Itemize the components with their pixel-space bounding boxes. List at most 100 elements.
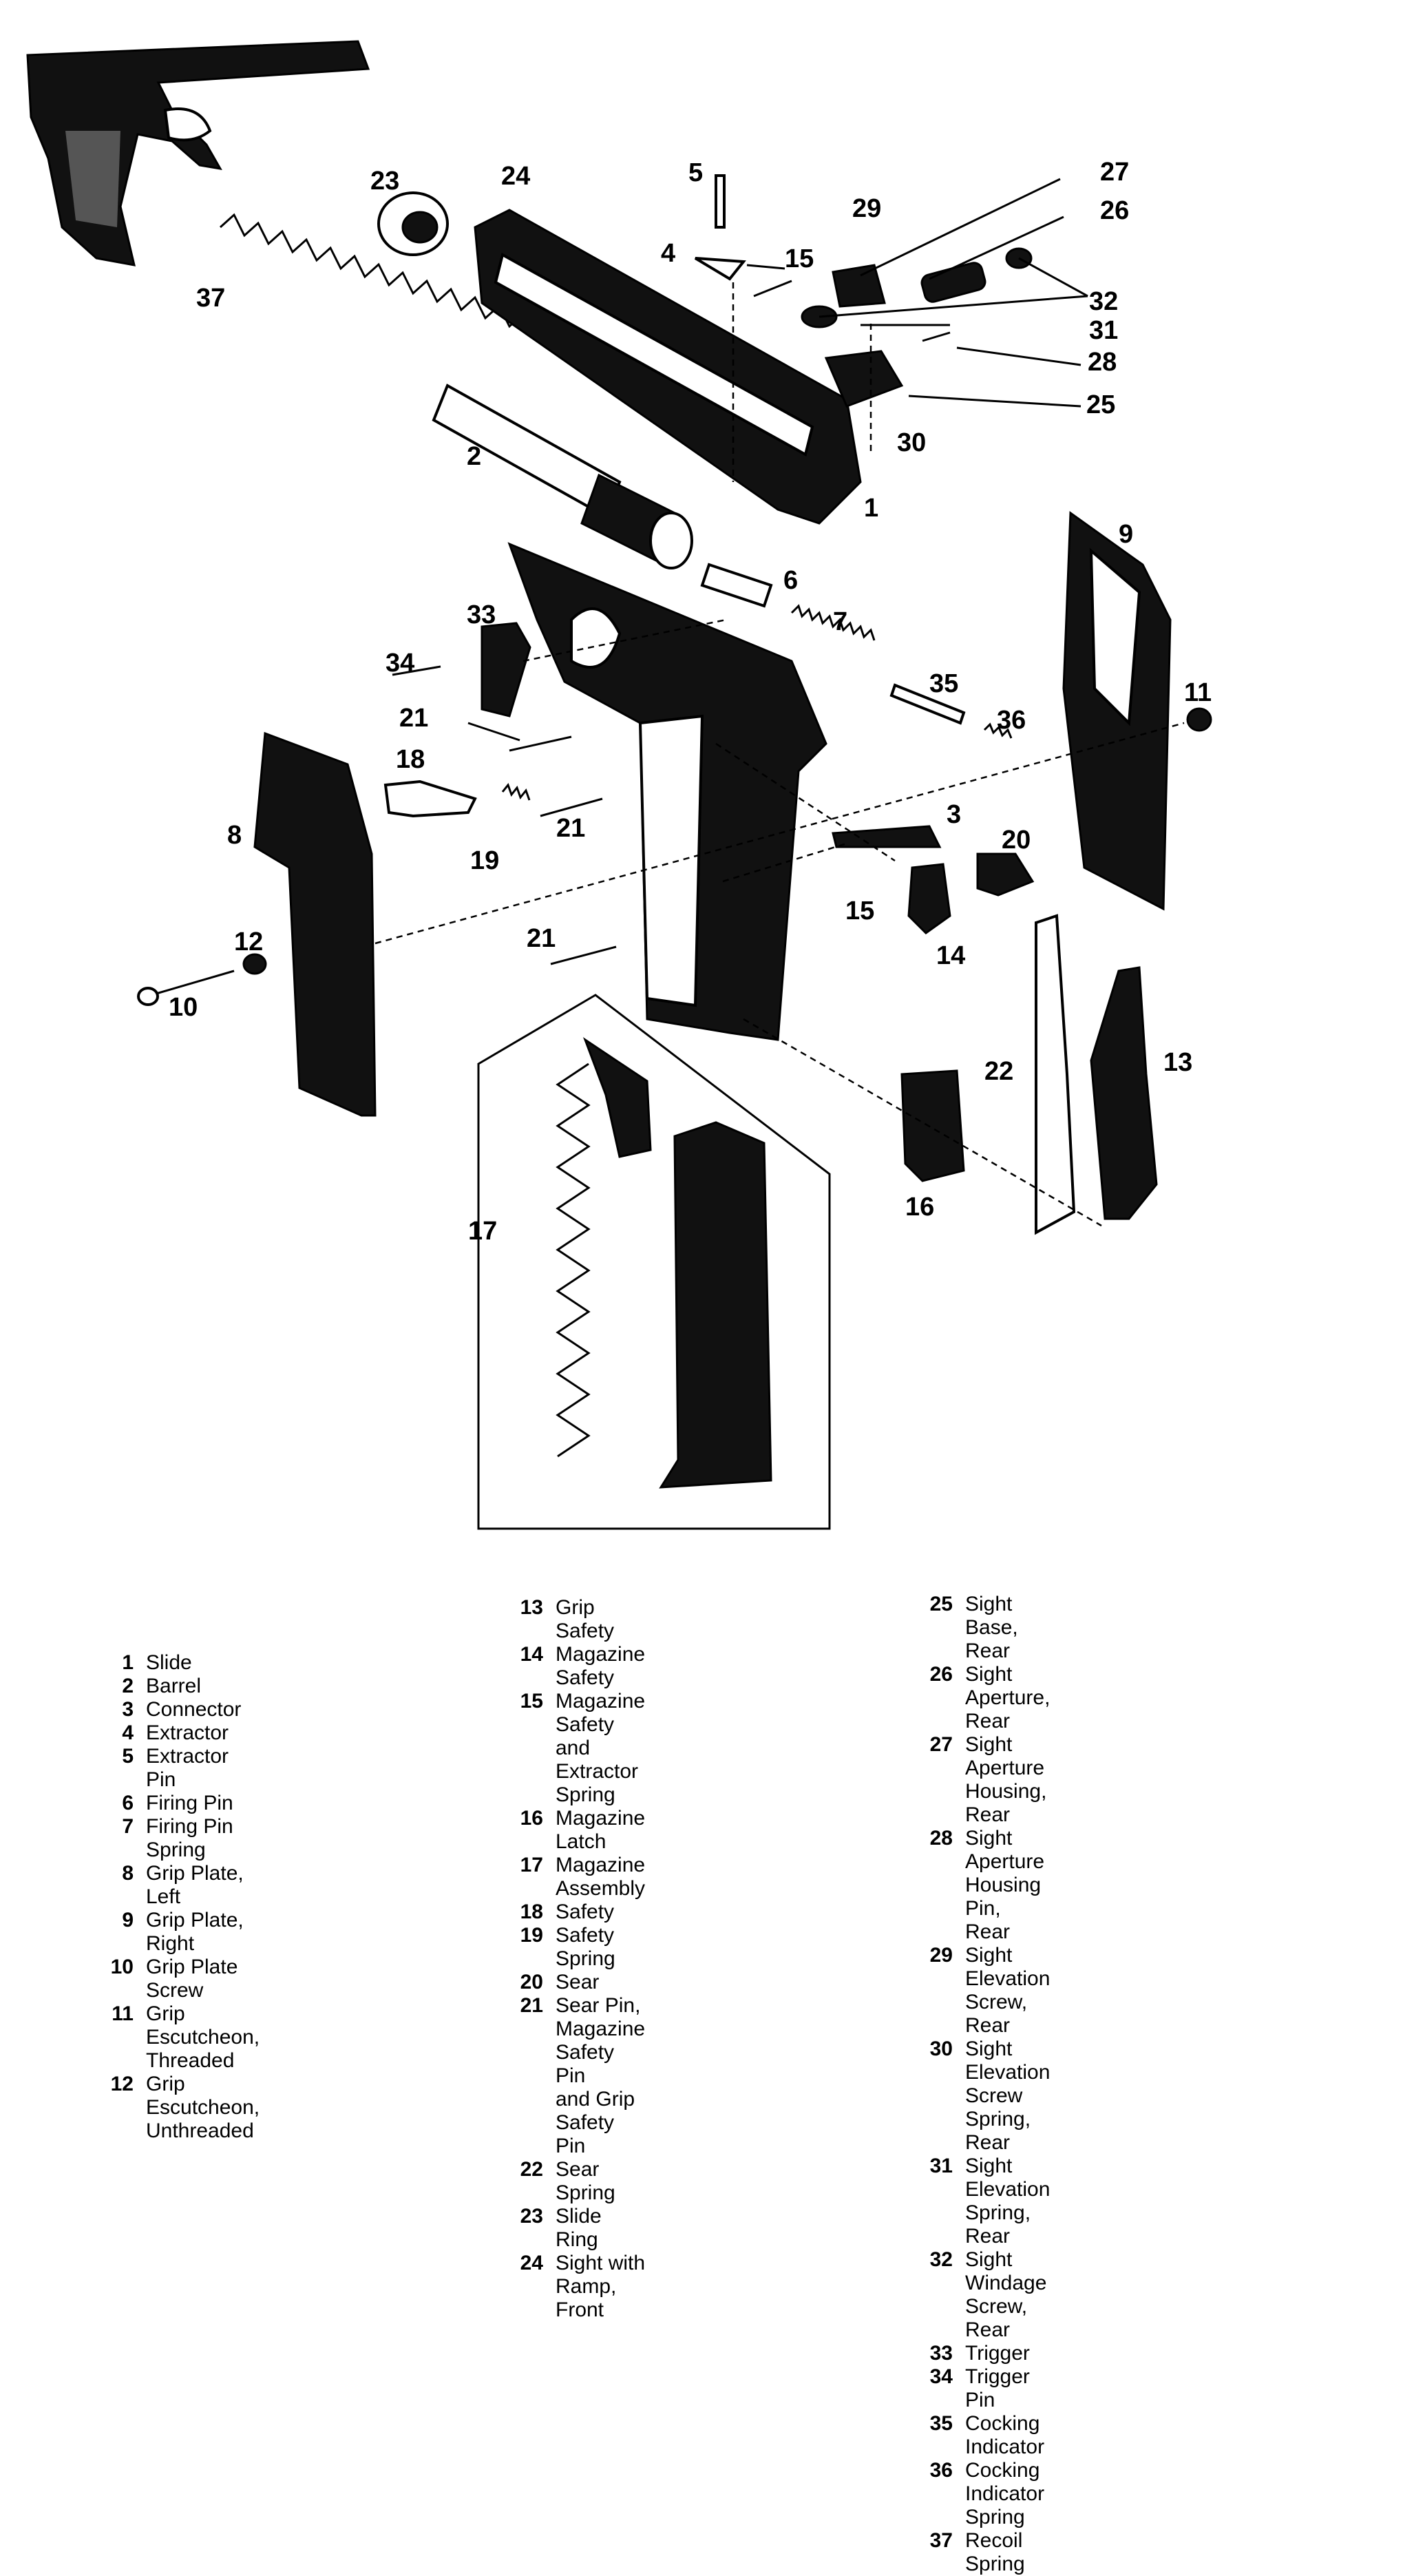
legend-item-label: Cocking Indicator <box>965 2412 1045 2458</box>
callout-22: 22 <box>984 1057 1013 1086</box>
firing-pin-parts <box>700 563 1013 739</box>
legend-item-number: 28 <box>929 1827 953 1850</box>
callout-7: 7 <box>833 607 847 636</box>
legend-item-number: 10 <box>110 1956 134 1978</box>
callout-29: 29 <box>852 194 881 223</box>
legend-item-label: Grip Plate Screw <box>146 1956 238 2002</box>
legend-item: 6 Firing Pin <box>103 1792 260 1815</box>
legend-item-number: 18 <box>520 1900 543 1923</box>
callout-37: 37 <box>196 284 225 313</box>
callout-15b: 15 <box>845 897 874 925</box>
legend-item-number: 31 <box>929 2155 953 2177</box>
callout-32: 32 <box>1089 287 1118 316</box>
legend-item-number: 34 <box>929 2365 953 2388</box>
callout-23: 23 <box>370 167 399 196</box>
legend-item-number: 8 <box>122 1862 134 1885</box>
legend-item-number: 37 <box>929 2529 953 2552</box>
legend-item-label: Cocking Indicator Spring <box>965 2459 1045 2528</box>
legend-item-number: 20 <box>520 1971 543 1993</box>
legend-item-label: Sear Spring <box>556 2158 615 2204</box>
legend-item-label: Sight Base, Rear <box>965 1593 1018 1662</box>
legend-item-number: 30 <box>929 2038 953 2060</box>
callout-3: 3 <box>947 800 961 829</box>
legend-item: 10 Grip Plate Screw <box>103 1956 260 2002</box>
legend-item-label: Grip Escutcheon, Unthreaded <box>146 2073 260 2142</box>
legend-item-number: 36 <box>929 2459 953 2482</box>
legend-item-label: Magazine Assembly <box>556 1854 646 1900</box>
callout-leader-lines <box>467 178 1088 742</box>
legend-item-label: Sight Windage Screw, Rear <box>965 2248 1047 2341</box>
callout-4: 4 <box>661 239 675 268</box>
callout-labels: 1 2 3 5 4 6 7 8 9 10 11 12 13 14 15 15 1… <box>169 158 1212 1246</box>
legend-item-label: Sear <box>556 1971 600 1993</box>
callout-8: 8 <box>227 821 242 850</box>
callout-35: 35 <box>929 669 958 698</box>
callout-11: 11 <box>1184 678 1212 707</box>
extractor-parts <box>694 174 746 281</box>
safety-parts <box>383 735 617 965</box>
rear-sight-parts <box>801 247 1033 408</box>
legend-item-number: 9 <box>122 1909 134 1931</box>
legend-item-number: 26 <box>929 1663 953 1686</box>
legend-item-number: 24 <box>520 2252 543 2274</box>
magazine-assembly-part <box>477 994 831 1530</box>
legend-item-label: Extractor Pin <box>146 1745 229 1791</box>
legend-item-number: 32 <box>929 2248 953 2271</box>
callout-15a: 15 <box>785 244 814 273</box>
legend-item-label: Slide Ring <box>556 2205 602 2251</box>
callout-14: 14 <box>936 941 965 970</box>
legend-item: 37 Recoil Spring <box>922 2529 1050 2576</box>
legend-item-number: 12 <box>110 2073 134 2095</box>
frame-part <box>507 542 827 1041</box>
legend-item-label: Grip Safety <box>556 1596 615 1642</box>
legend-item-label: Sight Elevation Screw, Rear <box>965 1944 1051 2037</box>
legend-item-label: Connector <box>146 1698 242 1721</box>
trigger-parts <box>392 622 531 718</box>
legend-item-label: Recoil Spring <box>965 2529 1025 2575</box>
legend-item: 20 Sear <box>513 1971 645 1994</box>
legend-item-number: 16 <box>520 1807 543 1830</box>
legend-item-label: Barrel <box>146 1675 202 1697</box>
legend-item-label: Trigger <box>965 2342 1030 2365</box>
callout-21c: 21 <box>527 924 556 953</box>
legend-item-label: Safety Spring <box>556 1924 615 1970</box>
callout-6: 6 <box>783 566 798 595</box>
alignment-lines <box>374 282 1185 1227</box>
legend-item: 12 Grip Escutcheon, Unthreaded <box>103 2073 260 2143</box>
legend-item-number: 6 <box>122 1792 134 1814</box>
right-grip-plate-part <box>1062 511 1212 911</box>
callout-34: 34 <box>386 649 414 678</box>
legend-item-label: Sight Aperture Housing, Rear <box>965 1733 1047 1826</box>
legend-item-number: 11 <box>112 2002 134 2025</box>
callout-16: 16 <box>905 1193 934 1222</box>
callout-18: 18 <box>396 745 425 774</box>
legend-item: 32 Sight Windage Screw, Rear <box>922 2248 1050 2342</box>
legend-item-label: Trigger Pin <box>965 2365 1030 2411</box>
legend-item-number: 4 <box>122 1721 134 1744</box>
legend-item-label: Firing Pin <box>146 1792 233 1814</box>
callout-30: 30 <box>897 428 926 457</box>
barrel-part <box>432 384 693 569</box>
callout-31: 31 <box>1089 316 1118 345</box>
callout-2: 2 <box>467 442 481 471</box>
legend-item-label: Firing Pin Spring <box>146 1815 233 1861</box>
legend-item: 34 Trigger Pin <box>922 2365 1050 2412</box>
legend-item: 36 Cocking Indicator Spring <box>922 2459 1050 2529</box>
legend-item-number: 25 <box>929 1593 953 1615</box>
callout-17: 17 <box>468 1217 497 1246</box>
